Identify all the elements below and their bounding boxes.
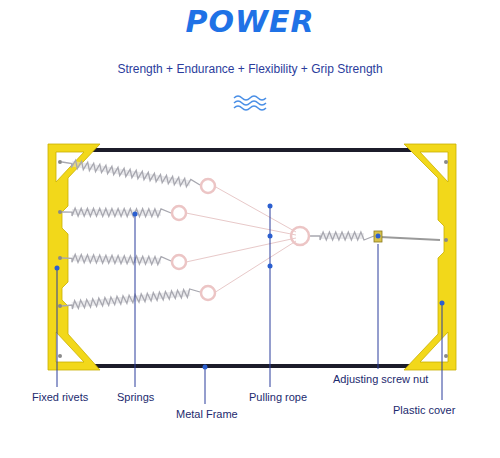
- spring: [310, 232, 374, 240]
- spring: [62, 254, 171, 264]
- leader-line: [57, 206, 442, 404]
- adjusting-screw-nut: [374, 231, 440, 242]
- wave-symbol: [234, 96, 266, 110]
- plastic-cover: [404, 144, 456, 370]
- part-label: Metal Frame: [176, 408, 238, 420]
- part-label: Fixed rivets: [32, 391, 88, 403]
- title: POWER: [185, 4, 314, 39]
- leader-dot: [55, 204, 445, 370]
- part-label: Adjusting screw nut: [333, 373, 428, 385]
- part-label: Springs: [117, 391, 154, 403]
- subtitle: Strength + Endurance + Flexibility + Gri…: [117, 62, 382, 76]
- spring: [62, 160, 200, 187]
- metal-frame: [60, 148, 445, 368]
- finger-ring: [172, 179, 309, 300]
- rivet: [58, 160, 448, 358]
- spring: [62, 289, 200, 309]
- pulling-rope: [186, 186, 296, 293]
- part-label: Plastic cover: [393, 404, 455, 416]
- part-label: Pulling rope: [249, 391, 307, 403]
- spring: [62, 208, 171, 217]
